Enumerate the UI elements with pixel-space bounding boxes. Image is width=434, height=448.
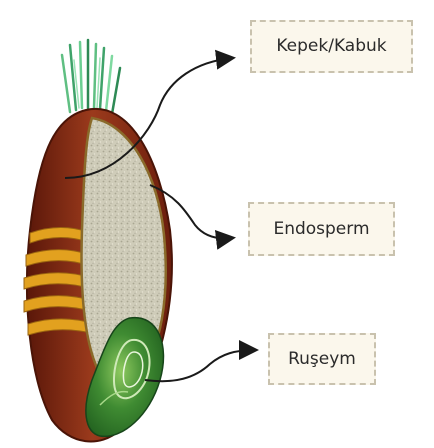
label-germ-text: Ruşeym: [288, 351, 356, 368]
label-germ: Ruşeym: [268, 333, 376, 385]
label-bran-text: Kepek/Kabuk: [276, 38, 386, 55]
label-endosperm: Endosperm: [248, 202, 395, 256]
label-endosperm-text: Endosperm: [273, 221, 369, 238]
brush-hairs: [62, 40, 120, 114]
label-bran: Kepek/Kabuk: [250, 20, 413, 73]
